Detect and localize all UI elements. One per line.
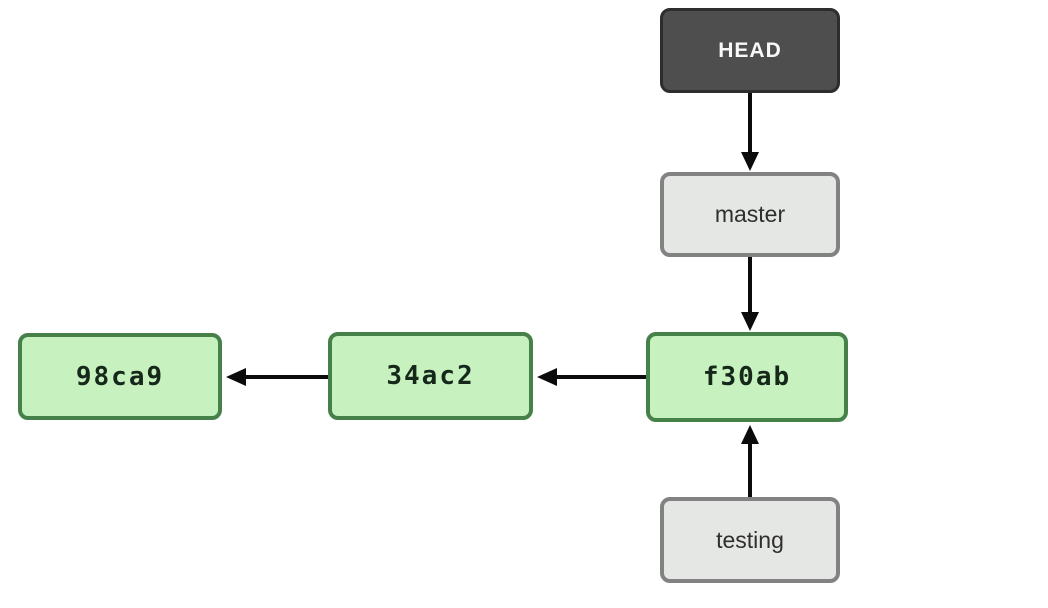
commit-98ca9-node: 98ca9 (18, 333, 222, 420)
arrow-testing-to-f30ab (741, 425, 759, 497)
head-pointer-node: HEAD (660, 8, 840, 93)
arrow-head-to-master (741, 93, 759, 171)
commit-98ca9-label: 98ca9 (75, 361, 165, 392)
commit-f30ab-node: f30ab (646, 332, 848, 422)
arrow-f30ab-to-34ac2 (537, 368, 646, 386)
branch-testing-label: testing (716, 526, 784, 553)
commit-34ac2-label: 34ac2 (386, 361, 475, 391)
commit-f30ab-label: f30ab (702, 362, 792, 392)
branch-master-label: master (714, 201, 786, 227)
commit-34ac2-node: 34ac2 (328, 332, 533, 420)
arrow-master-to-f30ab (741, 257, 759, 331)
branch-testing-node: testing (660, 497, 840, 583)
head-pointer-label: HEAD (718, 38, 782, 62)
branch-master-node: master (660, 172, 840, 257)
arrow-34ac2-to-98ca9 (226, 368, 328, 386)
